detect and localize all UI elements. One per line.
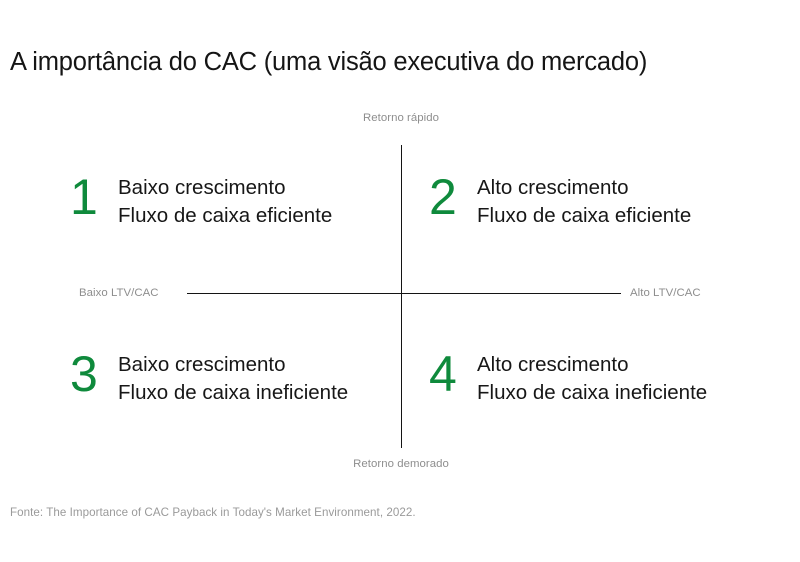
quadrant-4-line-2: Fluxo de caixa ineficiente — [477, 381, 708, 405]
quadrant-2-line-2: Fluxo de caixa eficiente — [477, 204, 692, 228]
quadrant-4-number: 4 — [429, 346, 457, 402]
quadrant-1-line-1: Baixo crescimento — [118, 176, 286, 199]
quadrant-2: 2 Alto crescimento Fluxo de caixa eficie… — [429, 171, 691, 231]
vertical-axis-line — [401, 145, 403, 448]
quadrant-3: 3 Baixo crescimento Fluxo de caixa inefi… — [70, 348, 348, 408]
quadrant-1-text: Baixo crescimento Fluxo de caixa eficien… — [118, 171, 332, 231]
axis-label-right: Alto LTV/CAC — [630, 287, 701, 299]
quadrant-3-number: 3 — [70, 346, 98, 402]
quadrant-3-text: Baixo crescimento Fluxo de caixa inefici… — [118, 348, 348, 408]
quadrant-matrix: Retorno rápido Retorno demorado Baixo LT… — [70, 112, 707, 470]
quadrant-3-line-2: Fluxo de caixa ineficiente — [118, 381, 349, 405]
quadrant-2-number: 2 — [429, 169, 457, 225]
quadrant-4: 4 Alto crescimento Fluxo de caixa inefic… — [429, 348, 707, 408]
page-title: A importância do CAC (uma visão executiv… — [10, 48, 648, 77]
quadrant-4-line-1: Alto crescimento — [477, 353, 629, 376]
quadrant-1-line-2: Fluxo de caixa eficiente — [118, 204, 333, 228]
quadrant-3-line-1: Baixo crescimento — [118, 353, 286, 376]
quadrant-2-line-1: Alto crescimento — [477, 176, 629, 199]
source-note: Fonte: The Importance of CAC Payback in … — [10, 506, 416, 519]
horizontal-axis-line — [187, 293, 621, 295]
quadrant-4-text: Alto crescimento Fluxo de caixa ineficie… — [477, 348, 707, 408]
axis-label-bottom: Retorno demorado — [353, 458, 449, 470]
axis-label-top: Retorno rápido — [362, 112, 440, 124]
quadrant-2-text: Alto crescimento Fluxo de caixa eficient… — [477, 171, 691, 231]
axis-label-left: Baixo LTV/CAC — [79, 287, 159, 299]
quadrant-1-number: 1 — [70, 169, 98, 225]
quadrant-1: 1 Baixo crescimento Fluxo de caixa efici… — [70, 171, 332, 231]
